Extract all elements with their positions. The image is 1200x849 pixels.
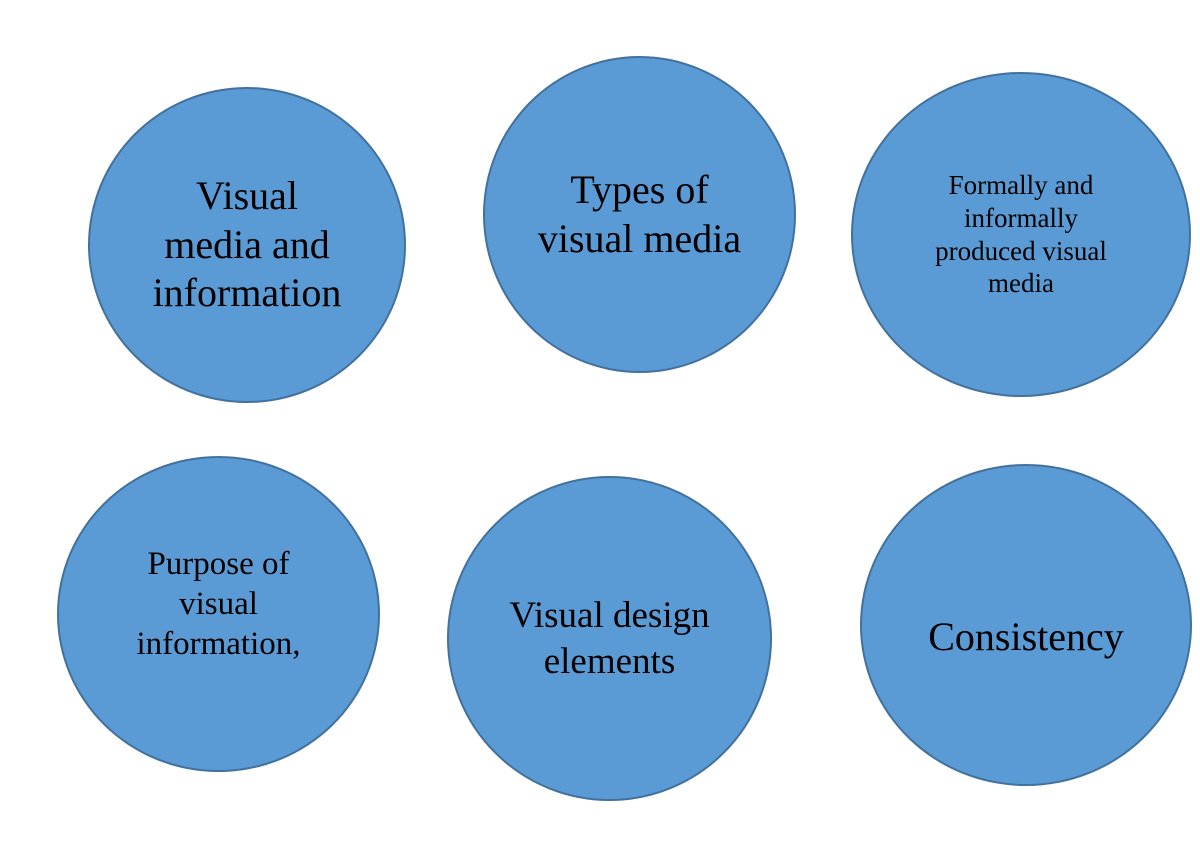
circle-visual-design-elements: Visual design elements: [447, 476, 772, 801]
circle-label-visual-design-elements: Visual design elements: [509, 595, 710, 682]
circle-visual-media-and-information: Visual media and information: [88, 87, 406, 403]
circle-label-visual-media-and-information: Visual media and information: [152, 172, 342, 316]
circle-consistency: Consistency: [860, 464, 1192, 786]
circle-label-formally-informally-produced-visual-media: Formally and informally produced visual …: [935, 169, 1107, 299]
circle-label-purpose-of-visual-information: Purpose of visual information,: [136, 545, 301, 663]
circle-label-types-of-visual-media: Types of visual media: [537, 166, 742, 261]
circle-label-consistency: Consistency: [928, 613, 1124, 659]
circle-types-of-visual-media: Types of visual media: [483, 56, 796, 373]
circle-purpose-of-visual-information: Purpose of visual information,: [57, 456, 380, 772]
circle-formally-informally-produced-visual-media: Formally and informally produced visual …: [851, 72, 1191, 397]
